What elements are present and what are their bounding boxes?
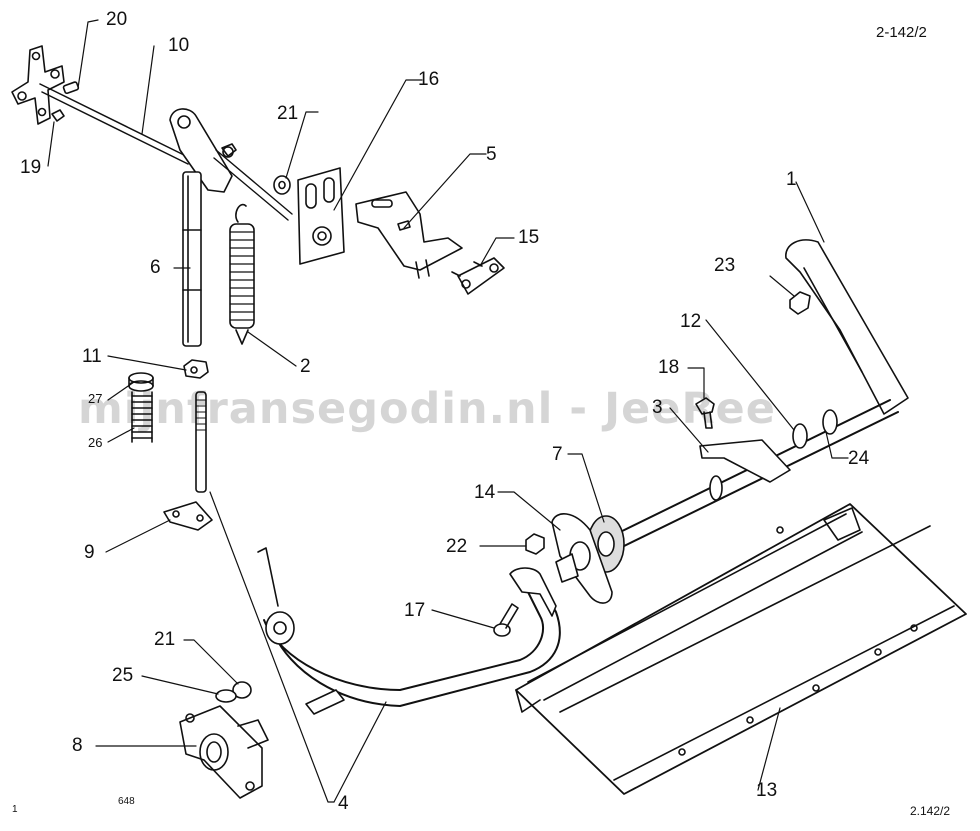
drawing-code: 648 bbox=[118, 796, 135, 807]
callout-20: 20 bbox=[106, 9, 128, 30]
callout-27: 27 bbox=[88, 391, 103, 406]
pedal-arm-part-4 bbox=[257, 547, 561, 715]
callout-6: 6 bbox=[150, 257, 161, 278]
lever-part-1 bbox=[785, 239, 909, 415]
bolt-part-23 bbox=[789, 291, 811, 315]
callout-16: 16 bbox=[418, 69, 440, 90]
floor-panel-part-13 bbox=[515, 503, 967, 795]
washer-part-24 bbox=[822, 409, 838, 435]
callout-4: 4 bbox=[338, 793, 349, 814]
callout-11: 11 bbox=[82, 346, 102, 367]
lever-linkage bbox=[169, 108, 293, 221]
corner-mark-left: 1 bbox=[12, 804, 18, 815]
plate-part-15 bbox=[451, 257, 505, 295]
callout-24: 24 bbox=[848, 448, 870, 469]
washer-part-21-top bbox=[273, 175, 291, 195]
callout-8: 8 bbox=[72, 735, 83, 756]
leader-lines bbox=[47, 19, 849, 803]
nut-part-21-bottom bbox=[232, 681, 252, 699]
plate-part-9 bbox=[163, 501, 213, 531]
flange-part-14 bbox=[551, 513, 613, 604]
callout-15: 15 bbox=[518, 227, 540, 248]
callout-19: 19 bbox=[20, 157, 42, 178]
callout-10: 10 bbox=[168, 35, 190, 56]
bracket-part-3 bbox=[699, 439, 791, 501]
callout-26: 26 bbox=[88, 435, 103, 450]
washer-part-25 bbox=[215, 689, 237, 703]
bracket-part-5 bbox=[355, 191, 463, 279]
washer-part-12 bbox=[792, 423, 808, 449]
callout-25: 25 bbox=[112, 665, 134, 686]
rod-part-6 bbox=[182, 171, 202, 347]
spring-part-2 bbox=[229, 203, 255, 345]
watermark-text: mijnfransegodin.nl - JeeRee bbox=[78, 384, 776, 434]
callout-3: 3 bbox=[652, 397, 663, 418]
nut-part-11 bbox=[183, 359, 209, 379]
spring-part-26 bbox=[128, 372, 154, 443]
bolt-part-17 bbox=[493, 603, 519, 637]
callout-5: 5 bbox=[486, 144, 497, 165]
callout-17: 17 bbox=[404, 600, 426, 621]
flange-part-8 bbox=[179, 705, 269, 799]
callout-13: 13 bbox=[756, 780, 778, 801]
sheet-reference-top: 2-142/2 bbox=[876, 24, 927, 41]
callout-7: 7 bbox=[552, 444, 563, 465]
callout-9: 9 bbox=[84, 542, 95, 563]
bracket-part-20 bbox=[11, 45, 80, 125]
callout-2: 2 bbox=[300, 356, 311, 377]
callout-23: 23 bbox=[714, 255, 736, 276]
callout-1: 1 bbox=[786, 169, 797, 190]
plate-part-16 bbox=[297, 167, 345, 265]
bolt-part-18 bbox=[695, 397, 715, 429]
sheet-reference-bottom: 2.142/2 bbox=[910, 804, 951, 818]
callout-21-bottom: 21 bbox=[154, 629, 176, 650]
callout-12: 12 bbox=[680, 311, 702, 332]
threaded-rod bbox=[195, 391, 207, 493]
nut-part-22 bbox=[525, 533, 545, 555]
rod-part-10 bbox=[39, 83, 189, 165]
callout-18: 18 bbox=[658, 357, 680, 378]
callout-22: 22 bbox=[446, 536, 468, 557]
callout-14: 14 bbox=[474, 482, 496, 503]
callout-21-top: 21 bbox=[277, 103, 299, 124]
